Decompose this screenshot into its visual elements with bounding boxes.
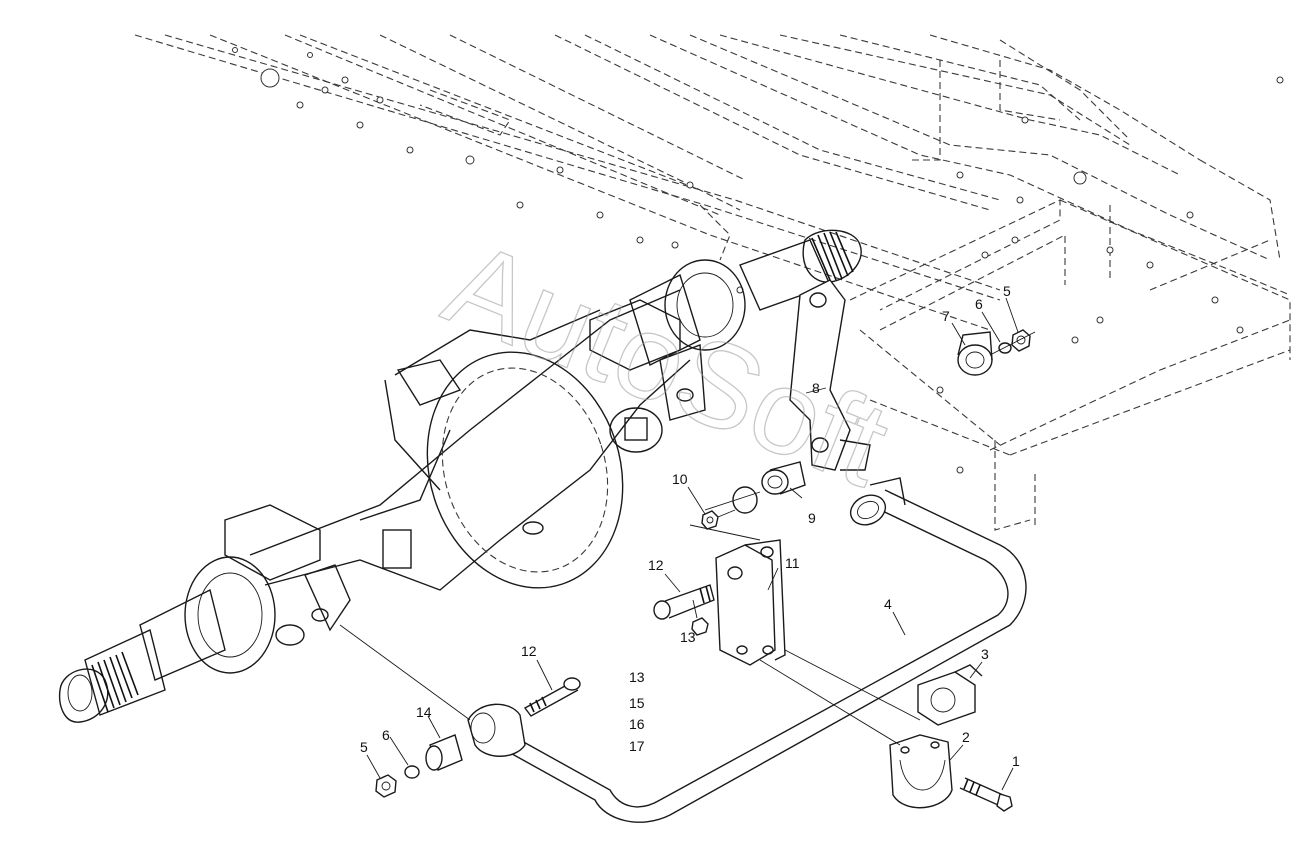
- washer-6-lower: [404, 765, 420, 779]
- bushing-7: [957, 331, 993, 376]
- rubber-bushing-3: [917, 664, 983, 726]
- callout-2: 2: [962, 729, 970, 745]
- callout-13-lower: 13: [629, 669, 645, 685]
- callout-13-upper: 13: [680, 629, 696, 645]
- left-spindle-thread: [91, 651, 139, 713]
- washer-6-upper: [998, 342, 1012, 354]
- bolt-12-upper: [653, 584, 715, 620]
- bracket-11: [715, 539, 786, 666]
- vehicle-frame: [134, 34, 1291, 531]
- nut-10: [701, 510, 719, 530]
- nut-5-lower: [375, 774, 397, 798]
- callout-4: 4: [884, 596, 892, 612]
- callout-16: 16: [629, 716, 645, 732]
- stabilizer-bar-4: [467, 477, 1027, 823]
- callout-11: 11: [785, 555, 800, 571]
- drive-axle: [58, 229, 862, 723]
- callout-5-lower: 5: [360, 739, 368, 755]
- nut-13: [691, 617, 709, 636]
- callout-15: 15: [629, 695, 645, 711]
- callout-14: 14: [416, 704, 432, 720]
- callout-10: 10: [672, 471, 688, 487]
- spacer-washer: [732, 486, 758, 514]
- right-spindle-thread: [811, 231, 854, 281]
- assembly-lines: [339, 491, 921, 746]
- clamp-2: [889, 734, 953, 809]
- bolt-12-lower: [523, 677, 581, 717]
- bushing-14: [425, 734, 463, 771]
- callout-9: 9: [808, 510, 816, 526]
- bolt-1: [959, 777, 1013, 812]
- callout-labels: 1 2 3 4 5 6 7 8 9 10 11 12 13 12 13 15 1…: [360, 283, 1020, 769]
- callout-12-lower: 12: [521, 643, 537, 659]
- callout-8: 8: [812, 380, 820, 396]
- nut-5-upper: [1011, 329, 1031, 352]
- callout-6-lower: 6: [382, 727, 390, 743]
- callout-6-upper: 6: [975, 296, 983, 312]
- leader-lines: [366, 297, 1019, 791]
- frame-holes: [232, 47, 1284, 474]
- callout-7: 7: [942, 308, 950, 324]
- callout-3: 3: [981, 646, 989, 662]
- stabilizer-bracket-8: [789, 279, 871, 471]
- callout-1: 1: [1012, 753, 1020, 769]
- callout-12-upper: 12: [648, 557, 664, 573]
- callout-5-upper: 5: [1003, 283, 1011, 299]
- callout-17: 17: [629, 738, 645, 754]
